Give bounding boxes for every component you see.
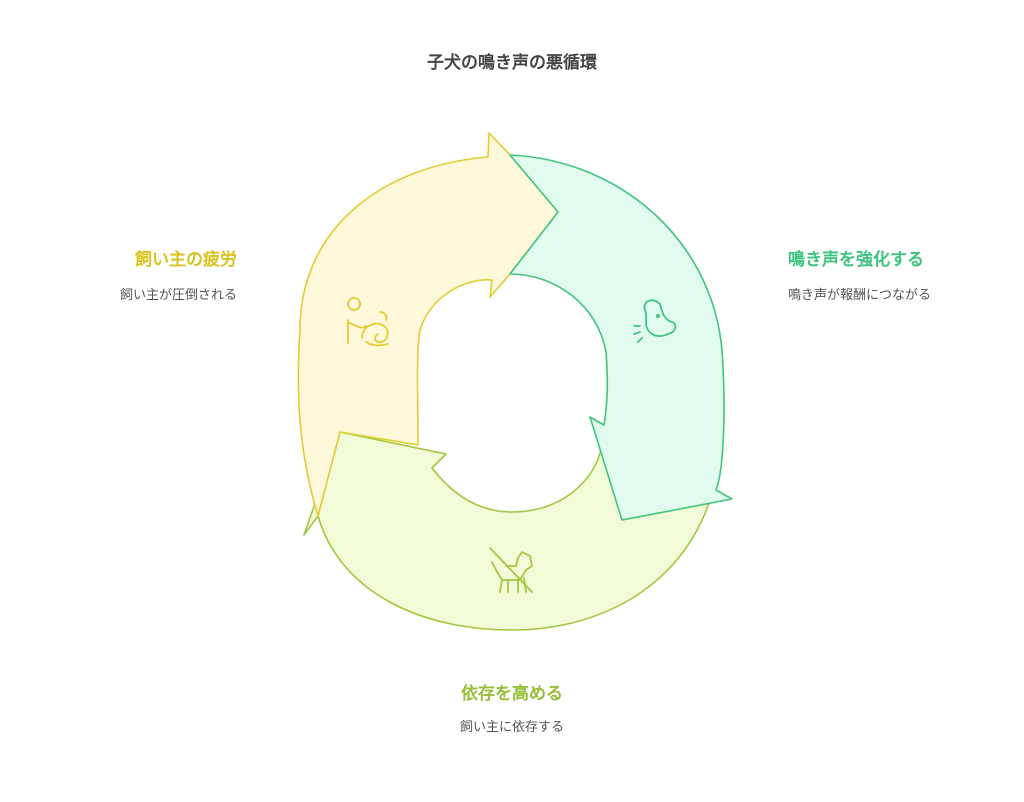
crying-dog-icon xyxy=(633,299,677,343)
step-title-increase-dependence: 依存を高める xyxy=(461,684,563,704)
no-dog-icon xyxy=(489,547,533,593)
step-title-reinforce-crying: 鳴き声を強化する xyxy=(788,250,924,270)
step-desc-owner-fatigue: 飼い主が圧倒される xyxy=(119,288,237,303)
tired-person-icon xyxy=(347,297,389,347)
step-desc-increase-dependence: 飼い主に依存する xyxy=(459,720,564,735)
arrow-owner-fatigue xyxy=(297,132,559,517)
arrow-increase-dependence xyxy=(303,431,711,631)
step-title-owner-fatigue: 飼い主の疲労 xyxy=(135,250,237,270)
step-desc-reinforce-crying: 鳴き声が報酬につながる xyxy=(788,288,932,303)
arrow-reinforce-crying xyxy=(509,154,733,521)
diagram-title: 子犬の鳴き声の悪循環 xyxy=(427,53,597,73)
